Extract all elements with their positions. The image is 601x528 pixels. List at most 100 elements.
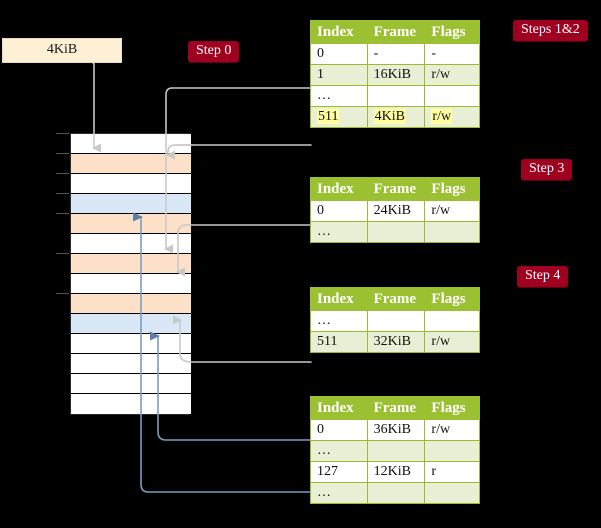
cell-frame — [366, 310, 426, 332]
memory-frame-row — [71, 294, 191, 314]
arrow-table2-to-memory — [173, 315, 312, 363]
memory-frame-row — [71, 234, 191, 254]
cell-frame: - — [366, 43, 426, 65]
table-row: 0-- — [310, 43, 480, 65]
memory-tick-mark — [56, 133, 69, 134]
column-header-frame: Frame — [366, 20, 426, 44]
physical-memory-column — [70, 133, 191, 415]
memory-tick-mark — [56, 173, 69, 174]
badge-steps-1-2-label: Steps 1&2 — [521, 22, 580, 37]
memory-frame-row — [71, 134, 191, 154]
column-header-frame: Frame — [366, 396, 426, 420]
column-header-frame: Frame — [366, 287, 426, 311]
cell-frame: 32KiB — [366, 331, 426, 353]
cell-index: 1 — [310, 64, 368, 86]
cell-frame: 36KiB — [366, 419, 426, 441]
column-header-flags: Flags — [424, 396, 480, 420]
memory-tick-mark — [56, 193, 69, 194]
memory-frame-row — [71, 394, 191, 414]
badge-step-0: Step 0 — [188, 41, 240, 62]
column-header-frame: Frame — [366, 177, 426, 201]
memory-tick-mark — [56, 153, 69, 154]
cell-flags: r/w — [424, 200, 480, 222]
table-row: … — [310, 310, 480, 332]
badge-step-4-label: Step 4 — [525, 268, 561, 283]
cell-flags — [424, 221, 480, 243]
cell-flags: r/w — [424, 419, 480, 441]
page-box-label: 4KiB — [46, 42, 78, 57]
cell-flags: r — [424, 461, 480, 483]
badge-step-3: Step 3 — [521, 159, 573, 180]
cell-frame: 16KiB — [366, 64, 426, 86]
memory-frame-row — [71, 274, 191, 294]
cell-frame: 24KiB — [366, 200, 426, 222]
cell-frame — [366, 440, 426, 462]
badge-step-3-label: Step 3 — [529, 161, 565, 176]
highlighted-value: r/w — [431, 109, 453, 124]
badge-step-0-label: Step 0 — [196, 43, 232, 58]
cell-index: … — [310, 482, 368, 504]
cell-flags — [424, 85, 480, 107]
memory-frame-row — [71, 214, 191, 234]
table-row: … — [310, 221, 480, 243]
badge-step-4: Step 4 — [517, 266, 569, 287]
table-row: … — [310, 85, 480, 107]
cell-frame: 12KiB — [366, 461, 426, 483]
memory-tick-mark — [56, 213, 69, 214]
column-header-index: Index — [310, 177, 368, 201]
column-header-flags: Flags — [424, 20, 480, 44]
cell-flags: r/w — [424, 64, 480, 86]
cell-frame — [366, 221, 426, 243]
cell-index: … — [310, 85, 368, 107]
memory-tick-mark — [56, 253, 69, 254]
cell-flags — [424, 482, 480, 504]
memory-tick-mark — [56, 293, 69, 294]
table-row: … — [310, 482, 480, 504]
cell-flags: r/w — [424, 106, 480, 128]
cell-index: 0 — [310, 419, 368, 441]
column-header-index: Index — [310, 20, 368, 44]
memory-frame-row — [71, 354, 191, 374]
cell-index: … — [310, 310, 368, 332]
column-header-flags: Flags — [424, 287, 480, 311]
cell-index: 511 — [310, 331, 368, 353]
column-header-index: Index — [310, 396, 368, 420]
memory-frame-row — [71, 334, 191, 354]
cell-frame — [366, 85, 426, 107]
memory-frame-row — [71, 254, 191, 274]
memory-frame-row — [71, 194, 191, 214]
memory-frame-row — [71, 154, 191, 174]
cell-index: 511 — [310, 106, 368, 128]
cell-index: 127 — [310, 461, 368, 483]
cell-flags — [424, 440, 480, 462]
table-row: … — [310, 440, 480, 462]
table-row: 511 4KiB r/w — [310, 106, 480, 128]
cell-flags: - — [424, 43, 480, 65]
cell-index: … — [310, 440, 368, 462]
arrow-table1-to-memory — [176, 224, 312, 277]
cell-index: … — [310, 221, 368, 243]
cell-flags: r/w — [424, 331, 480, 353]
cell-index: 0 — [310, 200, 368, 222]
page-box-4kib: 4KiB — [2, 38, 122, 63]
cell-frame — [366, 482, 426, 504]
column-header-flags: Flags — [424, 177, 480, 201]
highlighted-value: 511 — [317, 109, 340, 124]
cell-frame: 4KiB — [366, 106, 426, 128]
column-header-index: Index — [310, 287, 368, 311]
cell-index: 0 — [310, 43, 368, 65]
memory-frame-row — [71, 314, 191, 334]
